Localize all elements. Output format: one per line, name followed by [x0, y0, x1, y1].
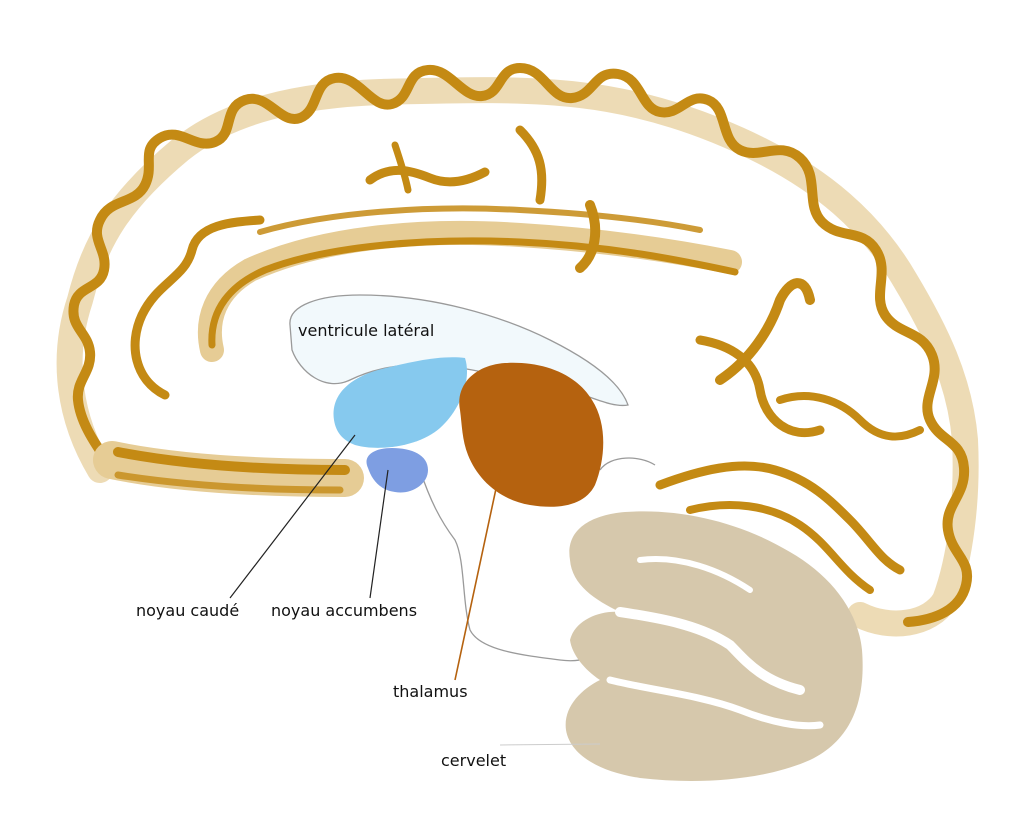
calcarine-fold2: [686, 501, 874, 594]
cerebellum-shape: [565, 511, 863, 781]
cerebellum-fissure: [615, 607, 805, 695]
label-accumbens: noyau accumbens: [271, 601, 418, 620]
orbital-band-dark2: [114, 471, 344, 494]
label-thalamus: thalamus: [393, 682, 468, 701]
nucleus-accumbens: [366, 448, 428, 493]
cerebellum-fissure3: [637, 556, 753, 593]
cortex-inner-top2: [391, 141, 412, 194]
cerebellum-fissure2: [606, 676, 824, 730]
cortex-inner-front: [130, 215, 265, 400]
calcarine-fold: [655, 461, 905, 575]
label-cerebellum: cervelet: [441, 751, 507, 770]
corpus-callosum-band: [197, 220, 742, 362]
leader-thalamus: [454, 469, 501, 681]
cortex-outer: [68, 63, 973, 627]
corpus-callosum-stripe: [575, 200, 601, 273]
leader-cerebellum: [499, 743, 601, 746]
cortex-inner-top: [365, 165, 490, 187]
cortex-inner-occipital: [715, 278, 815, 385]
brainstem-outline2: [599, 457, 656, 471]
label-ventricle: ventricule latéral: [298, 321, 435, 340]
brainstem-outline: [419, 469, 601, 662]
leader-accumbens: [369, 469, 389, 599]
orbital-band-dark: [113, 447, 350, 475]
thalamus-shape: [459, 362, 604, 507]
cortex-inner-occipital2: [695, 335, 825, 438]
orbital-band-light: [93, 441, 364, 497]
leader-caudate: [229, 434, 356, 599]
cingulate-line: [257, 205, 703, 235]
cortex-inner-mid: [515, 125, 547, 205]
occipital-fold3: [776, 392, 924, 441]
caudate-nucleus: [333, 357, 468, 448]
corpus-callosum-line: [208, 237, 739, 349]
label-caudate: noyau caudé: [136, 601, 240, 620]
